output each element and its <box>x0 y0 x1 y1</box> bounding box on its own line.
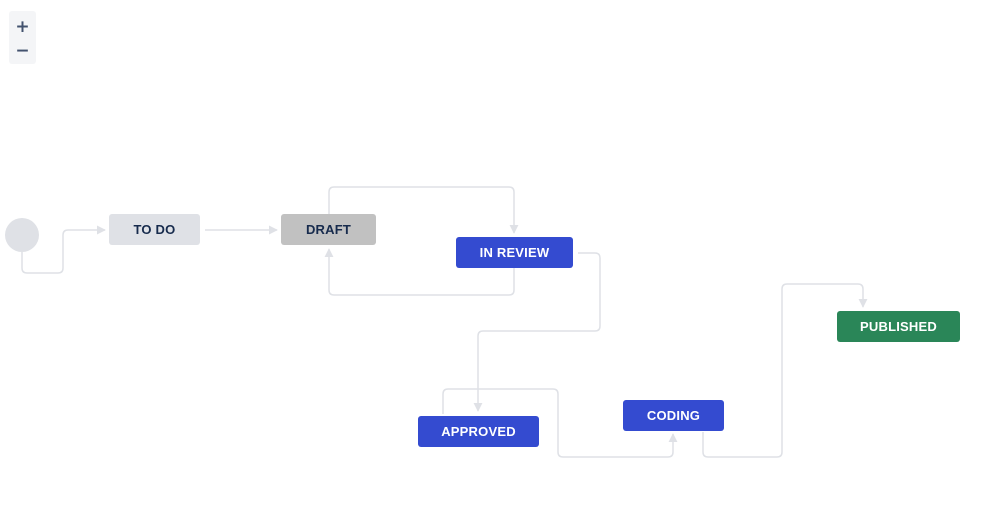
zoom-out-button[interactable]: − <box>15 41 30 61</box>
transition-in-review-to-approved[interactable] <box>473 252 601 412</box>
status-published[interactable]: PUBLISHED <box>837 311 960 342</box>
status-in-review-label: IN REVIEW <box>479 245 550 260</box>
zoom-in-button[interactable]: + <box>15 17 30 37</box>
status-draft[interactable]: DRAFT <box>281 214 376 245</box>
status-todo-label: TO DO <box>133 222 176 237</box>
status-approved[interactable]: APPROVED <box>418 416 539 447</box>
transition-coding-to-published[interactable] <box>702 283 868 458</box>
transition-start-to-todo[interactable] <box>21 225 106 274</box>
start-node[interactable] <box>5 218 39 252</box>
transition-approved-to-coding[interactable] <box>442 388 678 458</box>
status-coding-label: CODING <box>646 408 701 423</box>
status-published-label: PUBLISHED <box>860 319 937 334</box>
transition-draft-to-in-review[interactable] <box>328 186 519 234</box>
transition-in-review-to-draft[interactable] <box>324 248 515 296</box>
status-coding[interactable]: CODING <box>623 400 724 431</box>
status-todo[interactable]: TO DO <box>109 214 200 245</box>
status-draft-label: DRAFT <box>305 222 352 237</box>
status-approved-label: APPROVED <box>441 424 516 439</box>
zoom-controls: + − <box>9 11 36 64</box>
status-in-review[interactable]: IN REVIEW <box>456 237 573 268</box>
